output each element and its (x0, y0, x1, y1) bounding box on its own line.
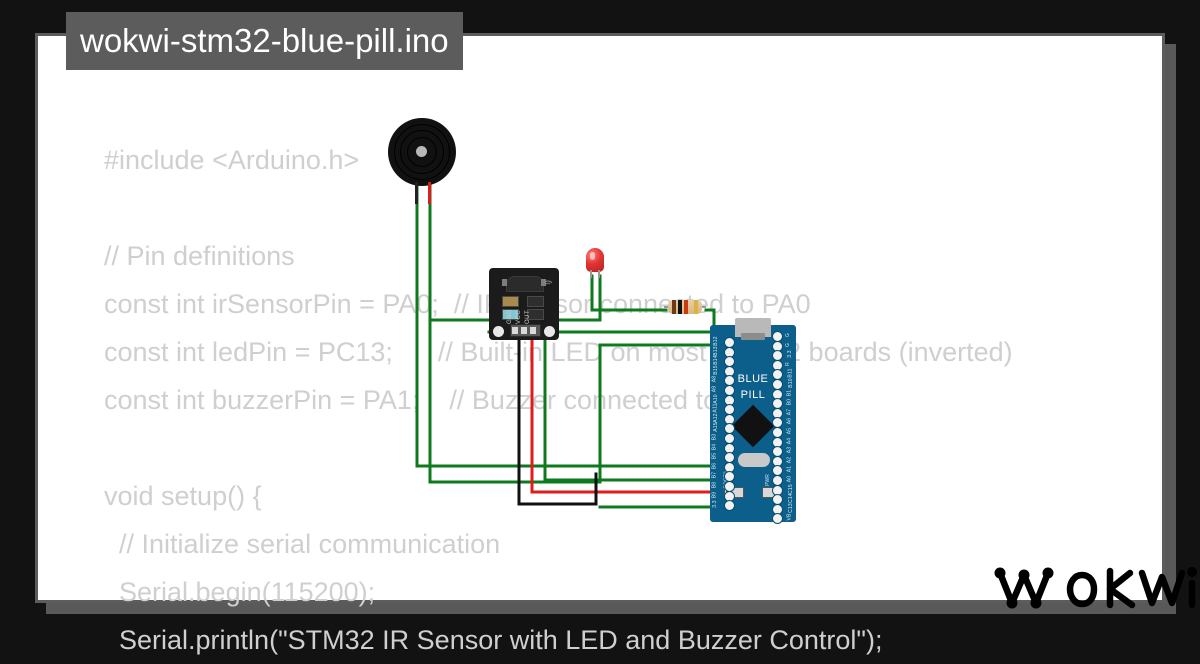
led-component[interactable] (586, 248, 604, 278)
board-pin-label-right-3.3-2: 3.3 (786, 350, 793, 358)
board-label-line1: BLUE (737, 373, 769, 385)
ir-sensor-module[interactable]: GND VCC OUT (489, 268, 559, 340)
resistor-component[interactable] (664, 300, 706, 314)
board-pin-label-right-A7-8: A7 (786, 408, 793, 416)
ir-sensor-potentiometer-2[interactable] (502, 309, 519, 320)
board-pin-label-left-A9: A9 (711, 385, 718, 393)
board-label-line2: PILL (740, 389, 766, 401)
board-pin-label-right-B0-7: B0 (786, 398, 793, 406)
ir-sensor-chip-1 (527, 296, 544, 307)
wokwi-logo (994, 567, 1197, 609)
board-pin-label-right-C13-18: C13 (787, 502, 794, 513)
resistor-lead-left (664, 306, 670, 308)
buzzer-lead-positive (428, 182, 431, 204)
board-pin-label-left-3.3: 3.3 (711, 500, 718, 508)
board-pin-right-VB-19[interactable] (772, 513, 783, 525)
code-line-8: // Initialize serial communication (104, 529, 501, 559)
ir-sensor-pad-left (502, 279, 507, 286)
led-dome (586, 248, 604, 272)
ir-sensor-pad-right (541, 279, 546, 286)
board-pin-label-left-A8: A8 (711, 376, 718, 383)
ir-mount-hole-right (544, 326, 555, 337)
board-pin-label-left-B14: B14 (712, 355, 719, 365)
page-title: wokwi-stm32-blue-pill.ino (66, 12, 463, 70)
board-pin-label-right-A0-15: A0 (786, 475, 793, 483)
ir-pin-label-vcc: VCC (516, 309, 522, 324)
board-pin-label-right-B11-4: B11 (787, 368, 794, 378)
board-pin-label-right-A1-14: A1 (786, 466, 793, 473)
board-pin-label-left-B15: B15 (712, 365, 719, 375)
project-card: #include <Arduino.h> // Pin definitions co… (35, 33, 1197, 655)
board-pin-label-left-B9: B9 (711, 491, 718, 498)
led-leg-cathode (598, 270, 600, 278)
mcu-chip (731, 404, 775, 448)
board-pin-label-left-A11: A11 (712, 403, 719, 413)
buzzer-ring-mid (400, 130, 444, 174)
resistor-lead-right (700, 306, 706, 308)
board-pin-label-left-A10: A10 (712, 393, 719, 404)
board-pin-label-left-B7: B7 (711, 472, 718, 479)
resistor-band-3 (684, 300, 688, 314)
usb-connector (735, 318, 771, 337)
code-line-2: // Pin definitions (104, 241, 295, 271)
code-line-10: Serial.println("STM32 IR Sensor with LED… (104, 625, 883, 655)
board-pin-label-left-B4: B4 (711, 443, 718, 450)
board-pin-label-left-B8: B8 (711, 481, 718, 489)
buzzer-lead-negative (415, 182, 418, 204)
code-line-6 (104, 424, 1200, 472)
ir-pin-header (510, 324, 541, 337)
code-line-4: const int ledPin = PC13; // Built-in LED… (104, 337, 1013, 367)
pwr-jumper-label: PWR (764, 474, 771, 486)
board-pin-label-right-B10-5: B10 (787, 378, 794, 388)
led-leg-anode (590, 270, 592, 278)
resistor-band-4 (694, 300, 698, 314)
board-pin-label-right-C14-17: C14 (787, 493, 794, 504)
ir-sensor-potentiometer-1[interactable] (502, 296, 519, 307)
buzzer-component[interactable] (388, 118, 456, 204)
ir-pin-label-out: OUT (525, 309, 531, 324)
code-line-0: #include <Arduino.h> (104, 145, 360, 175)
code-line-9: Serial.begin(115200); (104, 577, 376, 607)
ir-mount-hole-left (493, 326, 504, 337)
buzzer-sound-hole (416, 146, 427, 157)
board-pin-label-left-B6: B6 (711, 462, 718, 470)
board-pin-label-left-B12: B12 (712, 336, 719, 346)
buzzer-ring-outer (394, 124, 450, 180)
code-line-5: const int buzzerPin = PA1; // Buzzer con… (104, 385, 775, 415)
board-pin-label-right-A6-9: A6 (786, 418, 793, 425)
usb-connector-inner (741, 333, 765, 340)
ir-signal-icon (543, 280, 553, 285)
board-pin-left-3.3[interactable] (724, 500, 735, 512)
ir-sensor-chip-2 (527, 309, 544, 320)
code-line-7: void setup() { (104, 481, 262, 511)
ir-sensor-dome (506, 276, 544, 292)
board-pin-label-right-A4-11: A4 (786, 437, 793, 444)
code-line-3: const int irSensorPin = PA0; // IR senso… (104, 289, 811, 319)
board-pin-label-right-G-0: G (785, 332, 792, 338)
board-pin-label-left-A15: A15 (712, 422, 719, 433)
led-highlight (590, 252, 595, 260)
stm32-blue-pill-board[interactable]: BLUE PILL BOOT0 PWR B12B13B14B15A8A9A10A… (710, 318, 796, 525)
board-pin-label-right-A3-12: A3 (786, 446, 793, 454)
crystal-oscillator (738, 453, 770, 467)
board-pin-label-right-A2-13: A2 (786, 456, 793, 464)
buzzer-ring-inner (407, 137, 437, 167)
board-pin-label-left-B3: B3 (711, 433, 718, 441)
code-line-1 (104, 184, 1200, 232)
board-pin-label-left-B5: B5 (711, 452, 718, 460)
resistor-band-2 (678, 300, 682, 314)
board-pin-label-right-A5-10: A5 (786, 427, 793, 435)
board-pin-label-right-G-1: G (785, 342, 792, 347)
screenshot-root: #include <Arduino.h> // Pin definitions co… (35, 12, 1197, 655)
board-pin-label-right-VB-19: VB (786, 513, 793, 521)
board-pin-label-right-B1-6: B1 (786, 389, 793, 396)
resistor-band-1 (672, 300, 676, 314)
board-pin-label-right-R-3: R (784, 361, 791, 366)
ir-pin-label-gnd: GND (507, 309, 513, 324)
